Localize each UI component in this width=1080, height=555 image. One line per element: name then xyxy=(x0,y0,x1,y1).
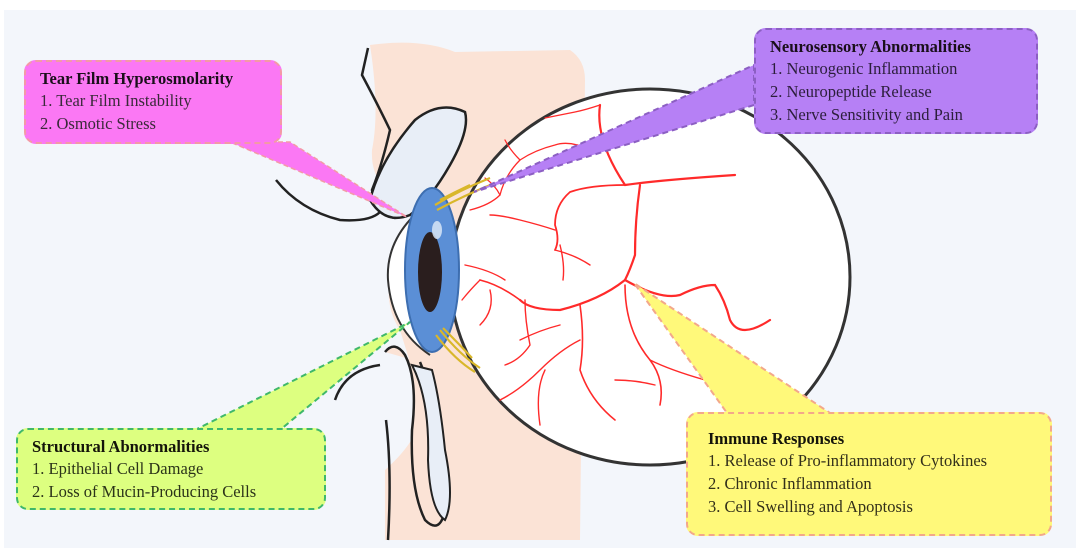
vessel xyxy=(489,214,556,231)
vessel xyxy=(499,339,581,401)
vessel xyxy=(559,244,565,281)
vessel xyxy=(554,249,591,266)
vessel xyxy=(461,279,481,301)
vessel xyxy=(554,184,626,251)
tear-film-item: 1. Tear Film Instability xyxy=(40,91,192,110)
structural-item: 2. Loss of Mucin-Producing Cells xyxy=(32,482,257,501)
upper-lid-curve xyxy=(275,179,381,222)
tear-film-title: Tear Film Hyperosmolarity xyxy=(40,69,234,88)
pupil xyxy=(418,232,442,312)
vessel xyxy=(504,299,531,366)
lower-tarsal-plate xyxy=(410,363,451,522)
ciliary-nerves xyxy=(434,176,496,373)
upper-tarsal-plate xyxy=(368,106,468,220)
structural-title: Structural Abnormalities xyxy=(32,437,210,456)
vessel xyxy=(519,324,561,341)
vessel xyxy=(614,379,656,386)
lower-face-outline xyxy=(384,419,391,541)
structural-callout: Structural Abnormalities 1. Epithelial C… xyxy=(16,428,326,510)
vessel xyxy=(579,304,616,421)
tear-film-callout: Tear Film Hyperosmolarity 1. Tear Film I… xyxy=(24,60,282,144)
immune-item: 2. Chronic Inflammation xyxy=(708,474,872,493)
tear-film-pointer xyxy=(229,141,408,218)
immune-title: Immune Responses xyxy=(708,429,845,448)
immune-callout: Immune Responses 1. Release of Pro-infla… xyxy=(686,412,1052,536)
neurosensory-title: Neurosensory Abnormalities xyxy=(770,37,971,56)
vessel xyxy=(537,369,546,426)
structural-pointer xyxy=(194,321,411,431)
immune-item: 1. Release of Pro-inflammatory Cytokines xyxy=(708,451,988,470)
structural-item: 1. Epithelial Cell Damage xyxy=(32,459,204,478)
vessel xyxy=(479,289,492,326)
neurosensory-callout: Neurosensory Abnormalities 1. Neurogenic… xyxy=(754,28,1038,134)
iris-highlight xyxy=(432,221,442,239)
tear-film-item: 2. Osmotic Stress xyxy=(40,114,156,133)
vessel xyxy=(544,104,601,119)
immune-item: 3. Cell Swelling and Apoptosis xyxy=(708,497,913,516)
neurosensory-item: 1. Neurogenic Inflammation xyxy=(770,59,958,78)
vessel xyxy=(623,278,772,332)
lower-lid-curve xyxy=(333,363,381,401)
blood-vessels xyxy=(461,103,772,426)
neurosensory-item: 3. Nerve Sensitivity and Pain xyxy=(770,105,963,124)
vessel xyxy=(479,279,521,301)
vessel xyxy=(649,359,706,381)
neurosensory-item: 2. Neuropeptide Release xyxy=(770,82,932,101)
vessel xyxy=(464,264,506,281)
vessel xyxy=(504,139,521,161)
